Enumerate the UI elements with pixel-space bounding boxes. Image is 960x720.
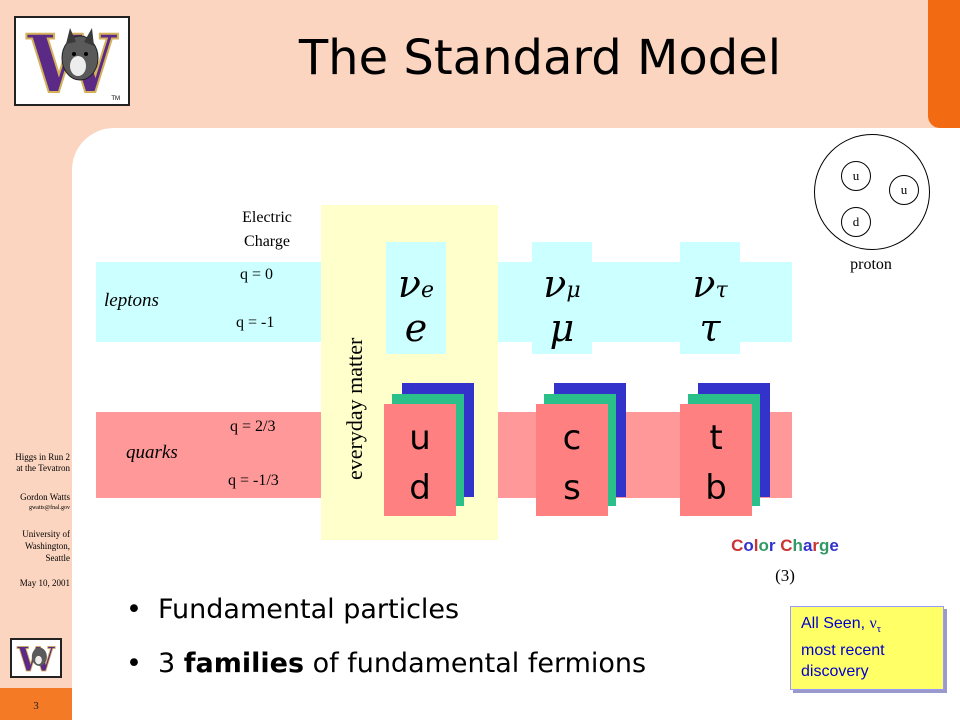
proton-diagram: u u d <box>814 134 930 250</box>
muon-symbol: μ <box>549 306 575 350</box>
down-quark-symbol: d <box>409 468 431 508</box>
quark-charge-up: q = 2/3 <box>230 418 276 435</box>
tau-neutrino-symbol: ντ <box>692 262 728 306</box>
electric-charge-label-line1: Electric <box>242 209 292 226</box>
color-charge-letter: e <box>829 536 839 555</box>
lepton-family-3: ντ τ <box>680 242 740 354</box>
electric-charge-label-line2: Charge <box>244 233 290 250</box>
electron-symbol: e <box>404 306 428 350</box>
color-charge-letter: o <box>743 536 754 555</box>
sidebar-author-email: gwatts@fnal.gov <box>28 505 70 511</box>
tau-symbol: τ <box>699 306 721 350</box>
quark-charge-down: q = -1/3 <box>228 472 279 489</box>
electric-charge-label: Electric Charge <box>222 206 312 254</box>
sidebar-affiliation-line3: Seattle <box>45 553 71 563</box>
lepton-family-1: νe e <box>386 242 446 354</box>
muon-neutrino-symbol: νμ <box>543 262 581 306</box>
husky-w-logo-icon: W TM <box>16 16 128 112</box>
bullet-three-families: 3 families of fundamental fermions <box>158 648 647 679</box>
sidebar-author-name: Gordon Watts <box>20 492 70 502</box>
color-charge-letter: o <box>758 536 769 555</box>
color-charge-letter: r <box>812 536 820 555</box>
quarks-label: quarks <box>126 442 178 463</box>
color-charge-letter: l <box>753 536 759 555</box>
color-charge-letter: h <box>792 536 803 555</box>
color-charge-letter: C <box>780 536 793 555</box>
page-number-bar <box>0 688 72 720</box>
color-charge-label: Color Charge <box>700 536 870 556</box>
slide-title: The Standard Model <box>298 30 782 86</box>
lepton-charge-neutral: q = 0 <box>240 266 274 283</box>
bullet-dot-2: • <box>126 648 142 679</box>
sidebar-affiliation-line2: Washington, <box>24 541 70 551</box>
proton-label: proton <box>850 256 892 273</box>
page-number: 3 <box>33 700 39 712</box>
proton-quark-2: u <box>889 175 919 205</box>
color-charge-letter: r <box>768 536 776 555</box>
lepton-charge-negative: q = -1 <box>236 314 275 331</box>
strange-quark-symbol: s <box>563 468 581 508</box>
orange-corner-tab <box>928 0 960 128</box>
lepton-family-2: νμ μ <box>532 242 592 354</box>
husky-w-logo-small-icon: W <box>12 640 60 679</box>
callout-note-line1: All Seen, ντ <box>801 615 882 636</box>
color-charge-letter: g <box>819 536 830 555</box>
sidebar-date: May 10, 2001 <box>19 578 70 588</box>
university-logo: W TM <box>14 16 130 112</box>
color-charge-count: (3) <box>775 566 795 585</box>
university-logo-small: W <box>10 638 62 679</box>
sidebar-talk-title: Higgs in Run 2 at the Tevatron <box>0 452 70 474</box>
color-charge-letter: C <box>731 536 744 555</box>
sidebar-affiliation-line1: University of <box>22 529 70 539</box>
sidebar-affiliation: University of Washington, Seattle <box>0 528 70 564</box>
charm-quark-symbol: c <box>562 418 582 458</box>
proton-quark-3: d <box>841 207 871 237</box>
leptons-label: leptons <box>104 290 159 311</box>
color-charge-letter: a <box>802 536 813 555</box>
callout-note: All Seen, ντ most recent discovery <box>790 606 944 690</box>
svg-text:W: W <box>16 640 55 676</box>
svg-text:TM: TM <box>111 96 120 102</box>
electron-neutrino-symbol: νe <box>397 262 435 306</box>
callout-note-line2: most recent <box>801 642 885 660</box>
sidebar-talk-title-line1: Higgs in Run 2 <box>15 452 70 462</box>
top-quark-symbol: t <box>709 418 723 458</box>
callout-note-line3: discovery <box>801 663 869 681</box>
proton-quark-1: u <box>841 161 871 191</box>
sidebar-author: Gordon Watts gwatts@fnal.gov <box>0 492 70 514</box>
bottom-quark-symbol: b <box>705 468 727 508</box>
bullet-dot-1: • <box>126 594 142 625</box>
bullet-fundamental-particles: Fundamental particles <box>158 594 460 625</box>
up-quark-symbol: u <box>409 418 431 458</box>
sidebar-talk-title-line2: at the Tevatron <box>16 463 70 473</box>
